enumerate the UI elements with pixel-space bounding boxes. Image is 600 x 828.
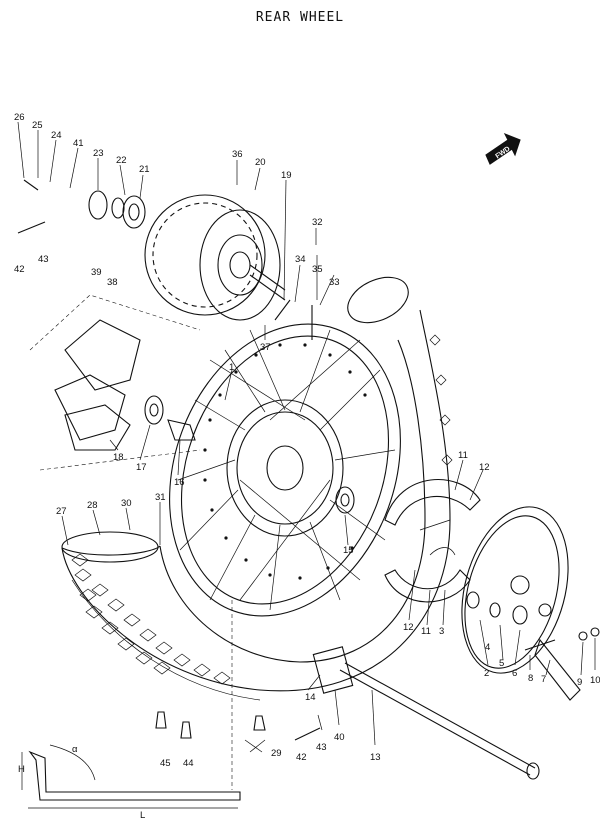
callout-1: 1	[229, 362, 234, 373]
callout-41: 41	[73, 138, 84, 149]
callout-30: 30	[121, 498, 132, 509]
callout-7: 7	[541, 674, 546, 685]
callout-12-bottom: 12	[403, 622, 414, 633]
damper-rubbers	[29, 294, 201, 471]
callout-17: 17	[136, 462, 147, 473]
callout-6: 6	[512, 668, 517, 679]
tire	[61, 276, 453, 701]
callout-8: 8	[528, 673, 533, 684]
callout-14: 14	[305, 692, 316, 703]
callout-18: 18	[113, 452, 124, 463]
diagram-title: REAR WHEEL	[255, 10, 345, 25]
callout-35: 35	[312, 264, 323, 275]
callout-43-bottom: 43	[316, 742, 327, 753]
callout-23: 23	[93, 148, 104, 159]
dimension-h: H	[18, 764, 25, 775]
callout-36: 36	[232, 149, 243, 160]
callout-2: 2	[484, 668, 489, 679]
callout-5: 5	[499, 658, 504, 669]
callout-21: 21	[139, 164, 150, 175]
rear-axle	[312, 646, 540, 780]
brake-shoes	[384, 479, 481, 603]
callout-31: 31	[155, 492, 166, 503]
wheel-rim	[169, 323, 401, 617]
callout-34: 34	[295, 254, 306, 265]
callout-25: 25	[32, 120, 43, 131]
callout-38: 38	[107, 277, 118, 288]
callout-33: 33	[329, 277, 340, 288]
small-parts	[17, 179, 355, 753]
leader-lines	[17, 121, 596, 753]
callout-15: 15	[343, 545, 354, 556]
callout-19: 19	[281, 170, 292, 181]
dimension-alpha: α	[72, 744, 78, 755]
wheel-spokes	[177, 329, 396, 611]
callout-11-bottom: 11	[421, 626, 431, 637]
callout-44: 44	[183, 758, 194, 769]
callout-43: 43	[38, 254, 49, 265]
callout-9: 9	[577, 677, 582, 688]
callout-42-bottom: 42	[296, 752, 307, 763]
callout-16: 16	[174, 477, 185, 488]
valve-gauge	[21, 600, 241, 809]
callout-39: 39	[91, 267, 102, 278]
callout-13: 13	[370, 752, 381, 763]
callout-45: 45	[160, 758, 171, 769]
dimension-l: L	[140, 810, 145, 821]
callout-3: 3	[439, 626, 444, 637]
callout-40: 40	[334, 732, 345, 743]
callout-labels: 26 25 24 41 23 22 21 36 20 19 32 34 35 3…	[14, 112, 600, 821]
fwd-arrow-badge: FWD	[485, 132, 521, 165]
callout-32: 32	[312, 217, 323, 228]
callout-26: 26	[14, 112, 25, 123]
callout-12-top: 12	[479, 462, 490, 473]
callout-28: 28	[87, 500, 98, 511]
rear-sprocket	[144, 194, 286, 321]
callout-10: 10	[590, 675, 600, 686]
callout-4: 4	[485, 642, 490, 653]
callout-27: 27	[56, 506, 67, 517]
callout-11-top: 11	[458, 450, 468, 461]
callout-29: 29	[271, 748, 282, 759]
callout-37: 37	[260, 342, 271, 353]
callout-22: 22	[116, 155, 127, 166]
callout-42: 42	[14, 264, 25, 275]
callout-24: 24	[51, 130, 62, 141]
callout-20: 20	[255, 157, 266, 168]
brake-panel	[461, 506, 600, 701]
